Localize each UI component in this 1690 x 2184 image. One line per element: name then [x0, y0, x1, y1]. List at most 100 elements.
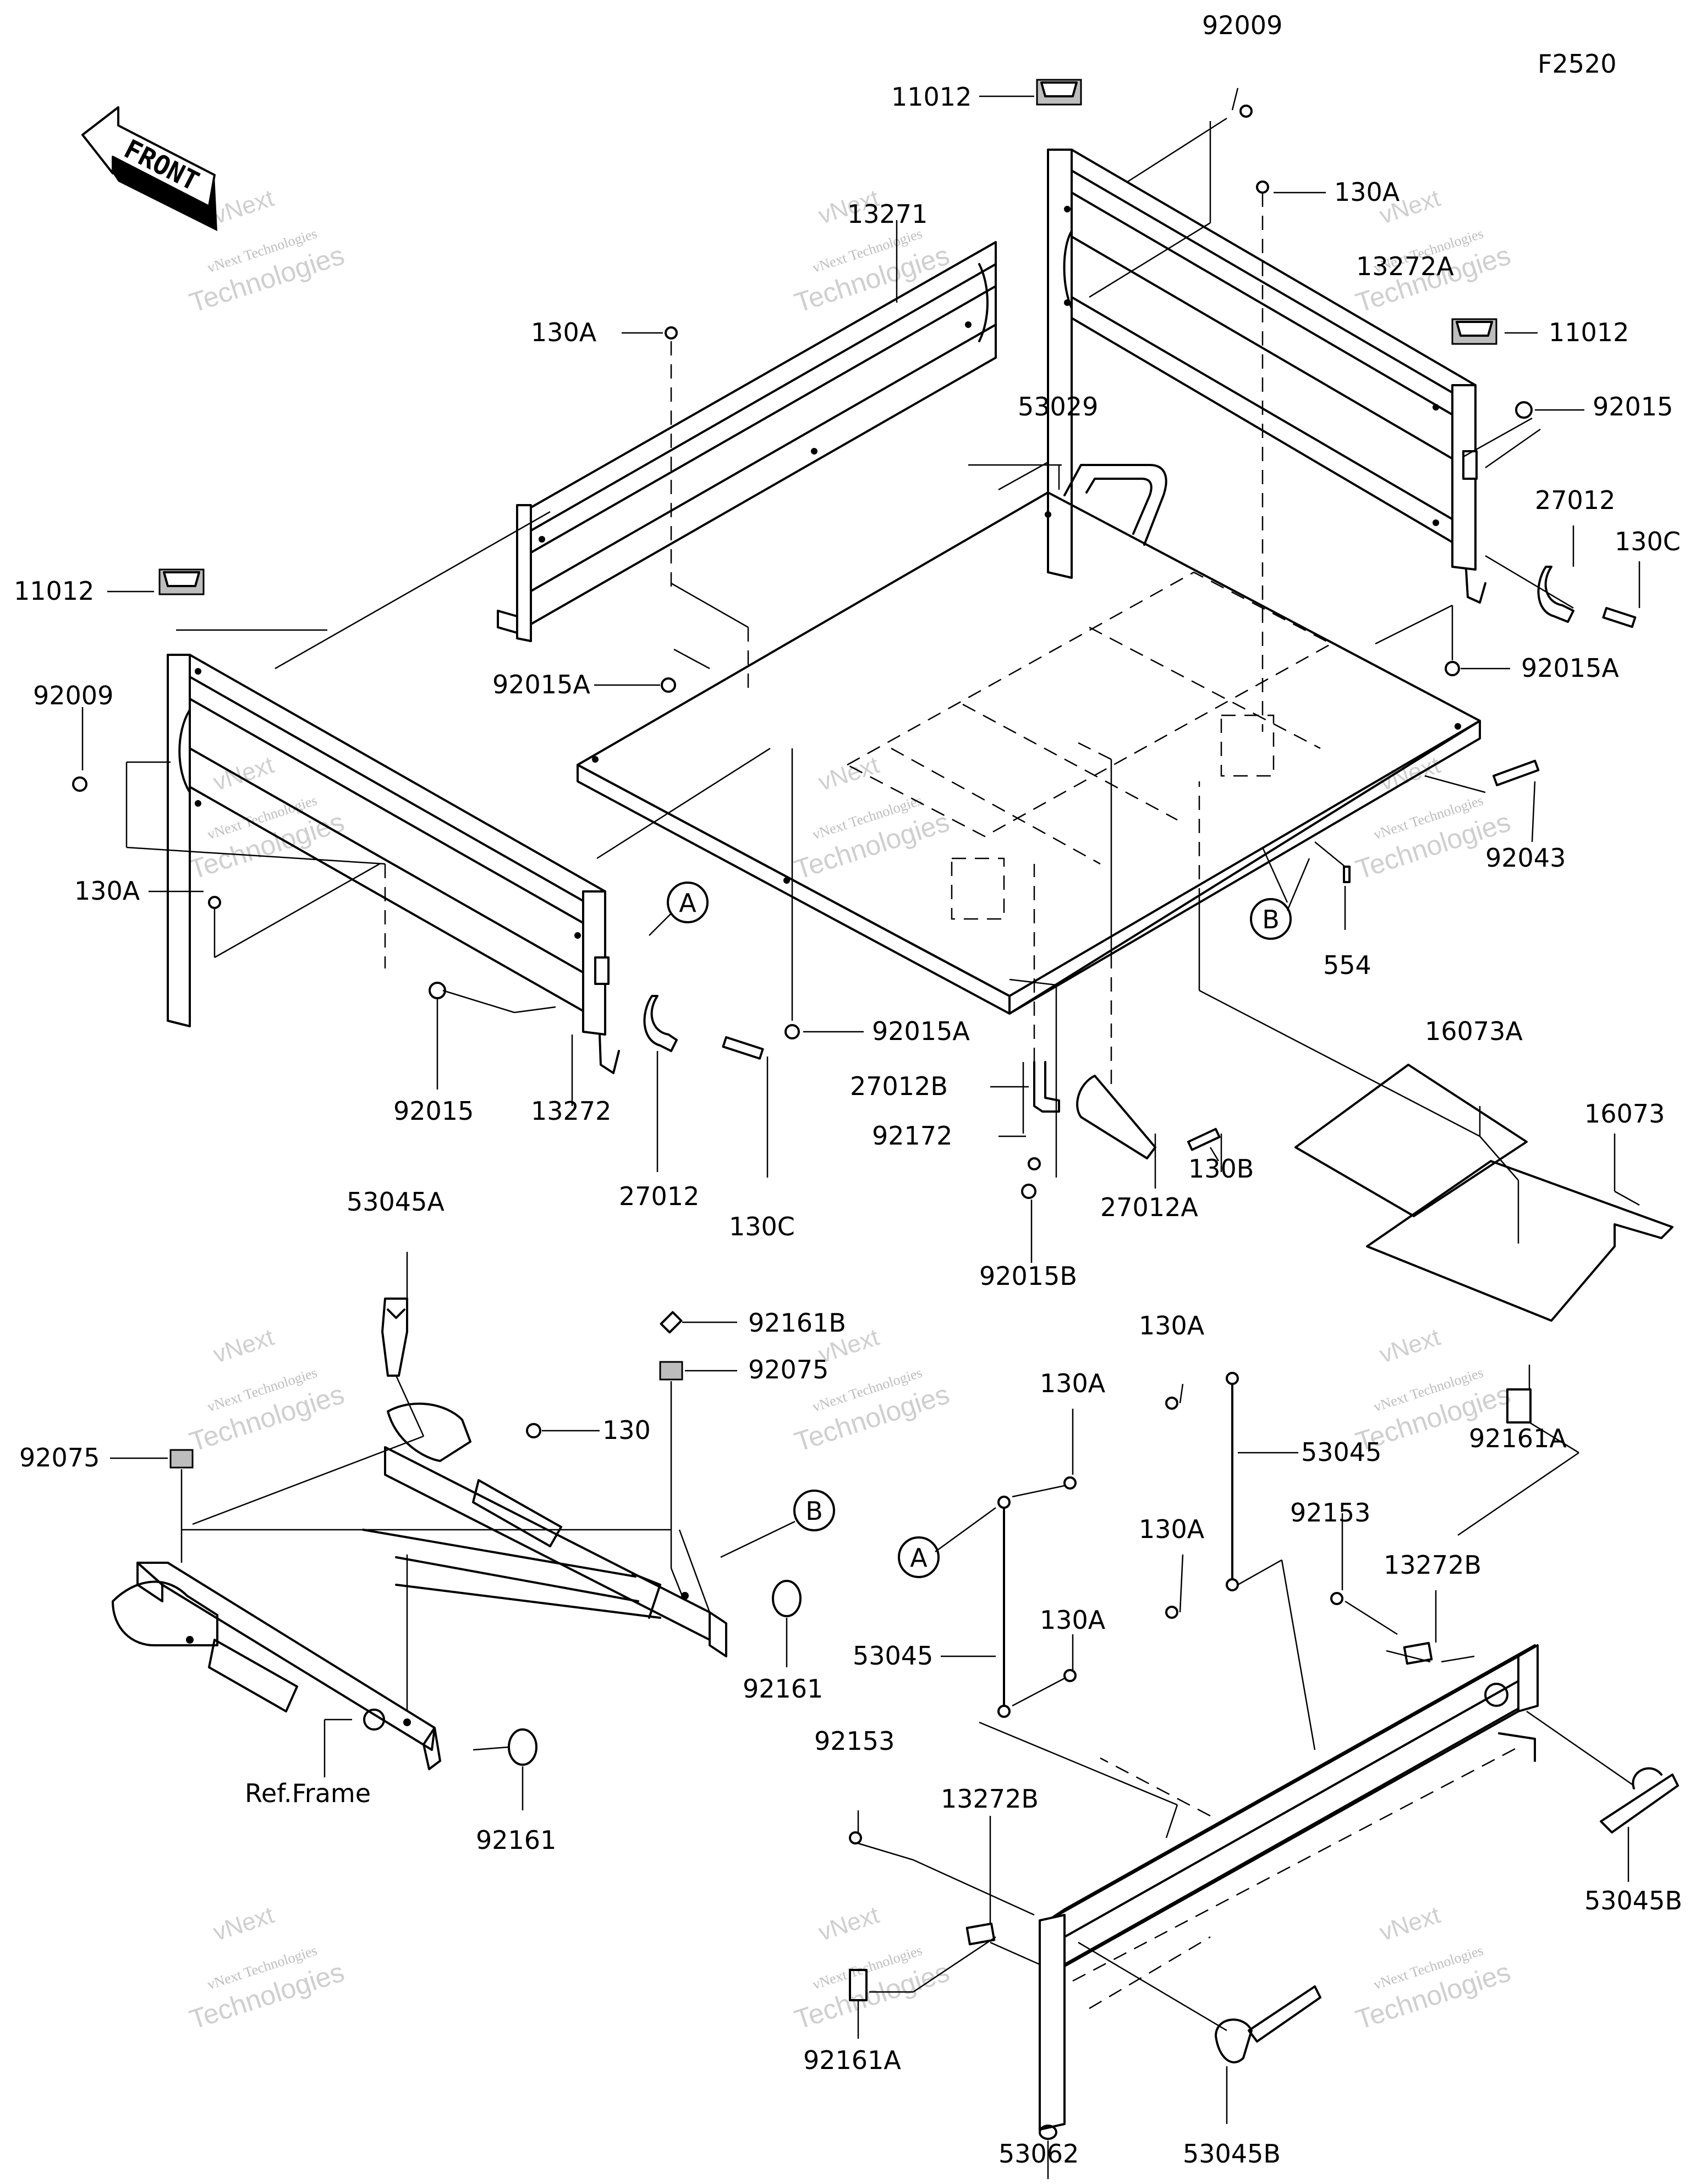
- label-11012-right: 11012: [1549, 318, 1629, 347]
- label-92075-center: 92075: [748, 1355, 828, 1384]
- mat-16073: [1366, 1160, 1673, 1322]
- label-53045-right: 53045: [1301, 1437, 1381, 1467]
- nut-92015b: [1021, 1184, 1036, 1199]
- cap-92161-right: [772, 1580, 802, 1617]
- label-16073: 16073: [1584, 1099, 1665, 1129]
- watermark: vNext vNext Technologies Technologies: [791, 751, 953, 885]
- bracket-13272b-left: [965, 1922, 996, 1946]
- callout-b-upper: B: [1250, 898, 1292, 940]
- nut-92015-left: [429, 982, 446, 999]
- label-92161-left: 92161: [476, 1825, 556, 1855]
- label-92015a-center: 92015A: [492, 670, 590, 699]
- label-53045b-right: 53045B: [1584, 1886, 1682, 1915]
- label-130c-right: 130C: [1615, 527, 1681, 556]
- ref-frame: [112, 1402, 727, 1770]
- cap-11012-right: [1451, 318, 1497, 345]
- label-11012-top: 11012: [891, 82, 972, 112]
- label-13271: 13271: [847, 199, 928, 229]
- svg-text:vNext: vNext: [210, 1323, 277, 1368]
- label-ref-frame: Ref.Frame: [245, 1778, 371, 1808]
- cargo-floor: [577, 464, 1481, 1015]
- label-130c-left: 130C: [729, 1212, 795, 1241]
- watermark: vNext vNext Technologies Technologies: [791, 184, 953, 318]
- bed-stay-53045a: [381, 1298, 408, 1377]
- callout-b-lower: B: [793, 1490, 835, 1531]
- label-130b: 130B: [1188, 1154, 1254, 1184]
- label-130: 130: [602, 1415, 651, 1445]
- label-27012-right: 27012: [1535, 485, 1615, 515]
- svg-text:A: A: [910, 1543, 928, 1573]
- side-panel-right: [1047, 149, 1486, 604]
- label-53029: 53029: [1018, 392, 1098, 422]
- pad-92075-left: [169, 1449, 194, 1469]
- nut-92015a-lower: [784, 1024, 800, 1039]
- label-16073a: 16073A: [1425, 1016, 1523, 1046]
- bracket-27012a: [1076, 1075, 1156, 1159]
- leader-lines-upper: [81, 87, 1640, 1263]
- label-92009-top: 92009: [1202, 10, 1282, 40]
- label-13272: 13272: [531, 1096, 611, 1126]
- nut-92015a-right: [1445, 661, 1460, 676]
- svg-text:vNext: vNext: [1376, 1323, 1444, 1368]
- label-130a-mid: 130A: [1139, 1311, 1205, 1340]
- label-130a-top: 130A: [1334, 177, 1400, 207]
- nut-92015a-center: [661, 677, 676, 693]
- callout-a-lower: A: [898, 1536, 940, 1578]
- label-92172: 92172: [872, 1121, 952, 1151]
- cap-11012-top: [1036, 79, 1082, 106]
- bolt-130a-upper-left: [665, 326, 678, 340]
- svg-text:vNext: vNext: [210, 184, 277, 229]
- label-13272a: 13272A: [1356, 251, 1454, 281]
- figure-code: F2520: [1538, 49, 1617, 79]
- svg-text:B: B: [805, 1496, 823, 1526]
- label-92161a-left: 92161A: [803, 2045, 901, 2075]
- pin-554: [1343, 866, 1351, 883]
- bolt-130c-right: [1602, 607, 1637, 628]
- hook-27012-left: [643, 995, 678, 1052]
- label-53045-left: 53045: [853, 1641, 933, 1671]
- label-92009-left: 92009: [33, 681, 113, 710]
- latch-53045b-bottom: [1078, 1941, 1321, 2063]
- svg-text:vNext: vNext: [815, 1901, 882, 1946]
- bolt-130a-left: [208, 896, 221, 909]
- label-92043: 92043: [1485, 843, 1566, 873]
- fasteners-lower: [849, 1397, 1343, 1844]
- front-arrow-icon: FRONT: [81, 106, 217, 231]
- label-11012-left: 11012: [14, 576, 94, 606]
- bumper-92161a-right: [1506, 1388, 1532, 1424]
- bolt-130a-top: [1256, 180, 1269, 194]
- pad-92075-center: [659, 1361, 683, 1381]
- label-92015a-right: 92015A: [1521, 653, 1619, 683]
- watermark: vNext vNext Technologies Technologies: [185, 1323, 348, 1457]
- label-53045b-bottom: 53045B: [1183, 2139, 1281, 2169]
- label-130a-left: 130A: [74, 876, 140, 906]
- bolt-130b: [1187, 1127, 1221, 1151]
- bolt-92009-top: [1239, 105, 1253, 118]
- plug-92161b: [660, 1311, 683, 1334]
- label-53045a: 53045A: [347, 1187, 445, 1217]
- label-13272b-right: 13272B: [1384, 1550, 1482, 1580]
- hook-27012-right: [1537, 566, 1574, 623]
- label-130a-mid3: 130A: [1139, 1514, 1205, 1544]
- label-554: 554: [1323, 950, 1371, 980]
- label-92015a-lower: 92015A: [872, 1016, 970, 1046]
- mat-16073a: [1294, 1064, 1528, 1217]
- fasteners: [72, 105, 1533, 1199]
- label-92161a-right: 92161A: [1469, 1424, 1567, 1453]
- latch-53045b-right: [1526, 1710, 1679, 1833]
- bolt-130: [526, 1423, 541, 1438]
- bracket-27012b: [1033, 1061, 1060, 1113]
- stay-53045-left: [997, 1496, 1011, 1718]
- bolt-92009-left: [72, 776, 87, 792]
- label-130a-upper-left: 130A: [531, 318, 597, 347]
- label-92153-left: 92153: [814, 1726, 895, 1756]
- label-92161b: 92161B: [748, 1308, 846, 1338]
- svg-text:A: A: [679, 888, 696, 918]
- label-53062: 53062: [998, 2139, 1079, 2169]
- label-27012a: 27012A: [1100, 1192, 1198, 1222]
- svg-text:vNext: vNext: [1376, 751, 1444, 796]
- svg-text:vNext: vNext: [210, 751, 277, 796]
- front-panel: [497, 241, 997, 642]
- label-13272b-left: 13272B: [941, 1784, 1039, 1814]
